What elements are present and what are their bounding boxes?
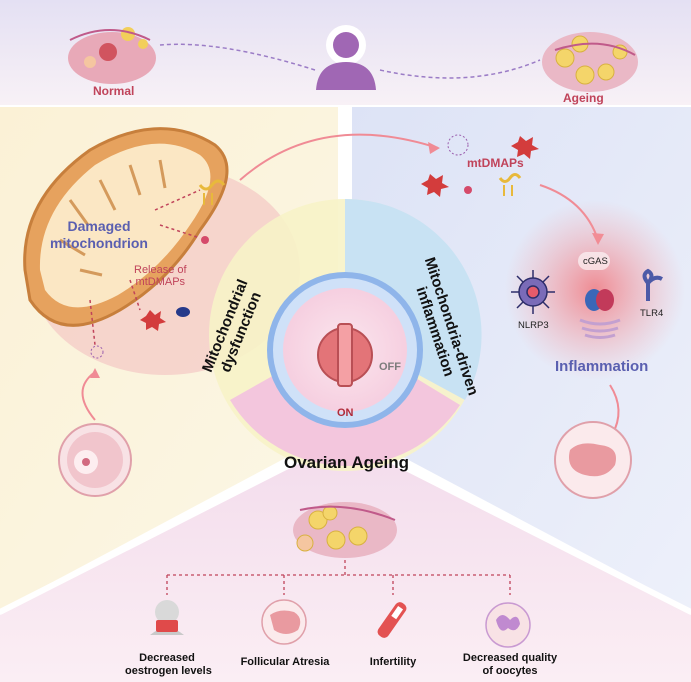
mitochondrion-icon bbox=[23, 127, 229, 327]
mtdmaps-label: mtDMAPs bbox=[467, 156, 524, 170]
sting-icon bbox=[579, 289, 621, 339]
burst-icon-2 bbox=[421, 174, 449, 197]
nlrp3-label: NLRP3 bbox=[518, 320, 549, 331]
tlr4-label: TLR4 bbox=[640, 308, 664, 319]
woman-icon bbox=[316, 25, 376, 90]
outcome-oocyte-quality: Decreased quality of oocytes bbox=[462, 652, 558, 677]
transfer-arrow bbox=[239, 133, 439, 181]
damaged-mitochondrion-label: Damaged mitochondrion bbox=[50, 218, 148, 251]
power-switch-icon bbox=[317, 323, 373, 387]
release-label: Release of mtDMAPs bbox=[134, 264, 187, 288]
cgas-icon bbox=[578, 252, 610, 270]
damp-burst-icon bbox=[140, 310, 166, 331]
outcome-infertility: Infertility bbox=[369, 656, 417, 668]
woman-battery-icon bbox=[150, 600, 184, 635]
ovarian-ageing-label: Ovarian Ageing bbox=[284, 453, 410, 472]
vesicle-icon bbox=[447, 134, 469, 156]
dna-icon-2 bbox=[498, 173, 522, 196]
dna-icon bbox=[198, 179, 226, 205]
ageing-ovary-icon bbox=[542, 32, 638, 92]
inflammation-label: Inflammation bbox=[555, 358, 649, 375]
tlr4-icon bbox=[642, 268, 663, 301]
small-molecule-icon bbox=[201, 236, 209, 244]
on-label: ON bbox=[337, 407, 354, 419]
normal-label: Normal bbox=[93, 84, 135, 98]
molecule-icon bbox=[464, 186, 472, 194]
oocyte-quality-icon bbox=[485, 602, 531, 648]
outcome-oestrogen: Decreased oestrogen levels bbox=[125, 652, 212, 677]
cgas-label: cGAS bbox=[583, 256, 608, 267]
release-arrows bbox=[89, 189, 201, 346]
bottom-ovary-icon bbox=[293, 502, 397, 558]
outcome-atresia: Follicular Atresia bbox=[240, 656, 330, 668]
empty-vesicle-icon bbox=[90, 345, 104, 359]
cycle-arrow bbox=[81, 371, 96, 421]
ageing-label: Ageing bbox=[563, 91, 604, 105]
off-label: OFF bbox=[379, 361, 401, 373]
atresia-icon bbox=[261, 599, 307, 645]
protein-icon bbox=[176, 307, 190, 317]
oocyte-icon bbox=[58, 423, 132, 497]
burst-icon-1 bbox=[511, 136, 539, 159]
normal-ovary-icon bbox=[68, 27, 156, 84]
infertility-icon bbox=[377, 602, 407, 638]
tissue-icon bbox=[554, 421, 632, 499]
nlrp3-icon bbox=[511, 270, 555, 314]
